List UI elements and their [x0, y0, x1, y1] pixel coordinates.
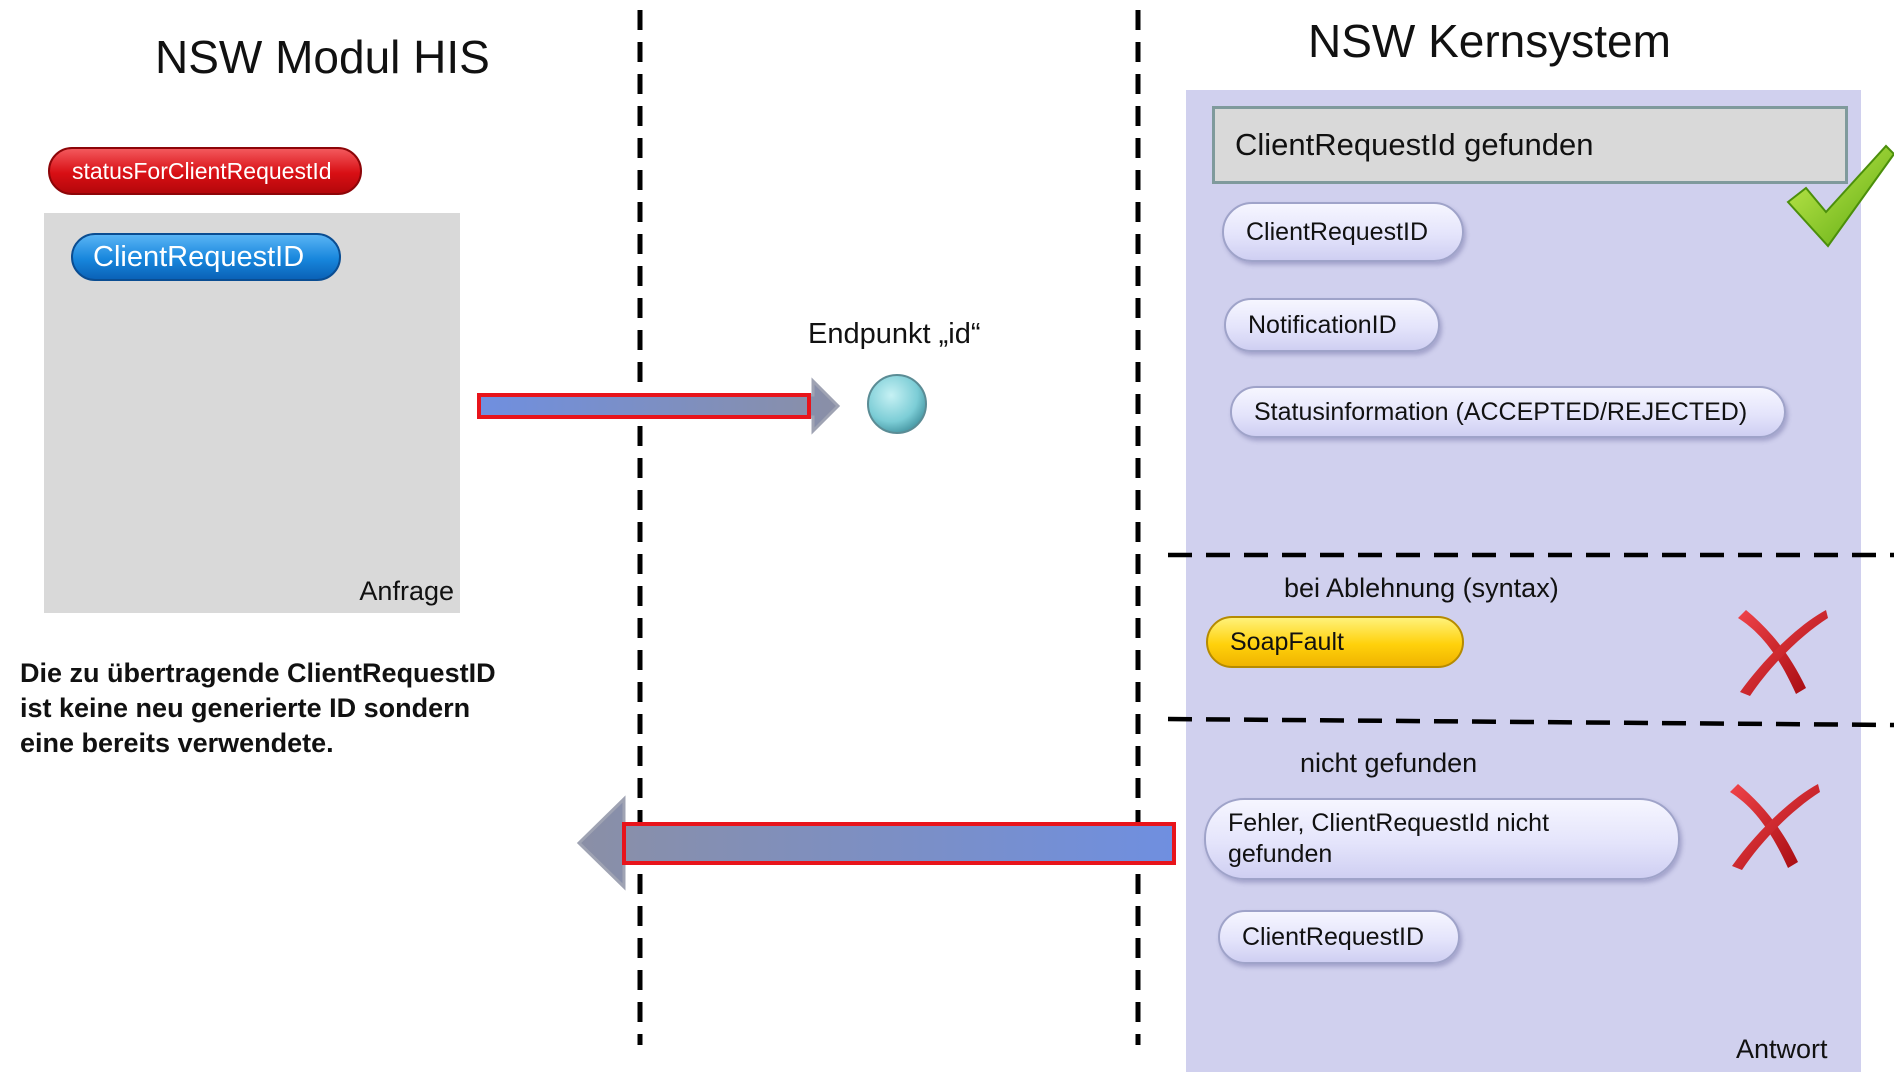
client-request-id-pill: ClientRequestID	[71, 233, 341, 281]
response-label: Antwort	[1736, 1034, 1828, 1064]
found-field-notificationid: NotificationID	[1224, 298, 1440, 352]
found-field-statusinformation: Statusinformation (ACCEPTED/REJECTED)	[1230, 386, 1786, 438]
not-found-field-clientrequestid: ClientRequestID	[1218, 910, 1460, 964]
separator-bottom	[1167, 716, 1894, 728]
not-found-label: nicht gefunden	[1300, 748, 1478, 778]
not-found-error-pill: Fehler, ClientRequestId nicht gefunden	[1204, 798, 1680, 880]
request-arrow	[477, 377, 841, 435]
rejection-label: bei Ablehnung (syntax)	[1284, 573, 1559, 603]
explanation-note: Die zu übertragende ClientRequestID ist …	[20, 658, 496, 758]
section-separators	[1167, 552, 1894, 728]
endpoint-label: Endpunkt „id“	[808, 318, 981, 350]
soapfault-pill: SoapFault	[1206, 616, 1464, 668]
found-field-clientrequestid: ClientRequestID	[1222, 202, 1464, 262]
endpoint-circle-icon	[867, 374, 927, 434]
kernsystem-title: NSW Kernsystem	[1308, 15, 1671, 67]
found-header: ClientRequestId gefunden	[1212, 106, 1848, 184]
request-panel: ClientRequestID Anfrage	[44, 213, 460, 613]
check-icon	[1786, 144, 1894, 248]
response-arrow	[576, 795, 1176, 891]
his-title: NSW Modul HIS	[155, 31, 490, 83]
cross-icon	[1738, 610, 1828, 696]
request-label: Anfrage	[359, 576, 454, 606]
status-method-pill: statusForClientRequestId	[48, 147, 362, 195]
cross-icon	[1730, 784, 1820, 870]
